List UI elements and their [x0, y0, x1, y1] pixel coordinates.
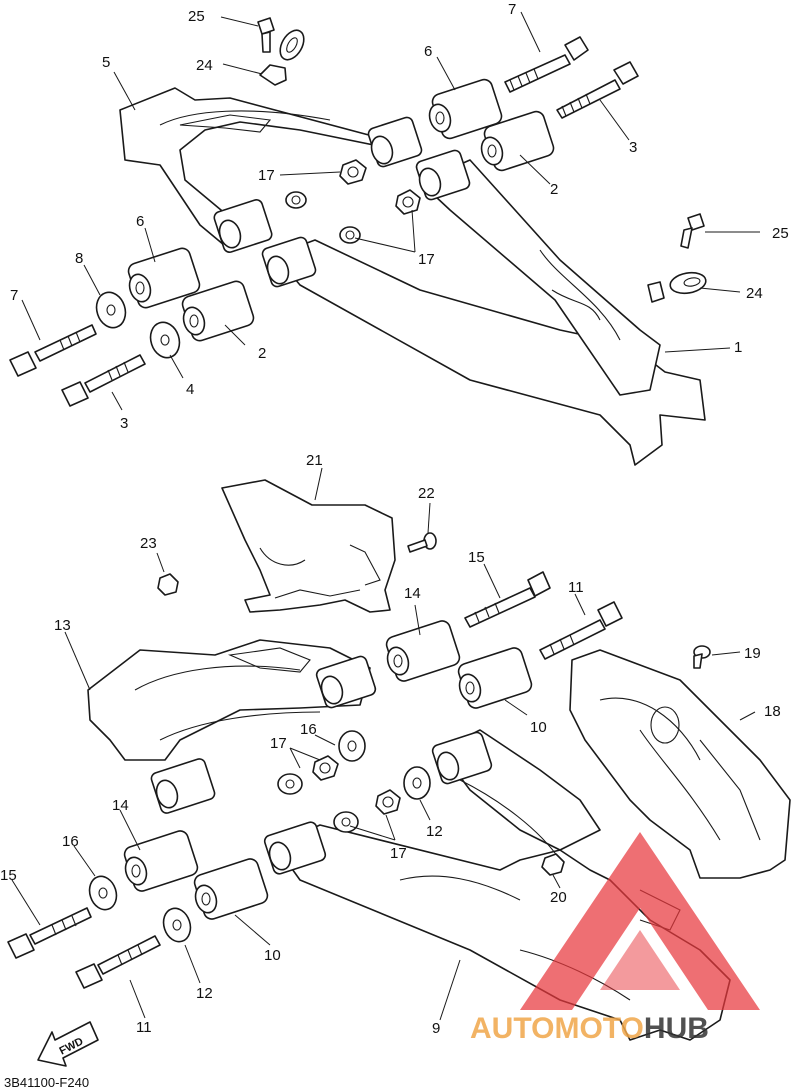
bushing-10-upper [457, 647, 533, 709]
watermark-text: AUTOMOTOHUB [470, 1012, 709, 1045]
callout-10: 10 [264, 947, 281, 964]
bolt-3-left [61, 354, 146, 407]
callout-6: 6 [424, 43, 432, 60]
nut-20 [541, 853, 565, 876]
callout-17: 17 [258, 167, 275, 184]
nut-17-upper-a [339, 159, 367, 185]
callout-24: 24 [746, 285, 763, 302]
callout-11: 11 [568, 579, 584, 596]
callout-7: 7 [508, 1, 516, 18]
callout-25: 25 [772, 225, 789, 242]
bolt-7-upper [504, 36, 589, 93]
callout-15: 15 [0, 867, 17, 884]
callout-3: 3 [120, 415, 128, 432]
callout-17: 17 [270, 735, 287, 752]
bushing-6-upper [428, 78, 503, 140]
nut-17-lower-c [375, 789, 401, 815]
upper-arm-rear [119, 87, 399, 251]
bolt-11-upper [539, 601, 623, 660]
callout-17: 17 [418, 251, 435, 268]
callout-23: 23 [140, 535, 157, 552]
upper-arm-assembly [9, 17, 707, 466]
bushing-2-left [181, 280, 255, 342]
nut-17-upper-d [339, 226, 361, 244]
callout-25: 25 [188, 8, 205, 25]
callout-12: 12 [196, 985, 213, 1002]
callout-12: 12 [426, 823, 443, 840]
callout-5: 5 [102, 54, 110, 71]
nut-17-upper-b [395, 189, 421, 215]
callout-8: 8 [75, 250, 83, 267]
guard-18 [569, 649, 791, 879]
bushing-10-lower [193, 858, 269, 920]
callout-10: 10 [530, 719, 547, 736]
callout-numbers: 1 2 2 3 3 4 5 6 6 7 7 8 9 10 10 11 11 12… [0, 1, 789, 1037]
upper-arm-front [274, 239, 706, 466]
bolt-11-lower [75, 935, 161, 989]
bushing-6-left [127, 247, 201, 309]
nut-17-lower-a [277, 773, 303, 795]
watermark: AUTOMOTOHUB [470, 832, 760, 1045]
callout-18: 18 [764, 703, 781, 720]
nut-17-lower-d [333, 811, 359, 833]
watermark-logo [520, 832, 760, 1010]
bracket-24-right [647, 271, 707, 303]
fwd-arrow: FWD [37, 1021, 99, 1067]
washer-8 [95, 291, 127, 329]
washer-16-lower [88, 875, 118, 911]
callout-13: 13 [54, 617, 71, 634]
callout-14: 14 [112, 797, 129, 814]
callout-11: 11 [136, 1019, 152, 1036]
callout-16: 16 [300, 721, 317, 738]
callout-17: 17 [390, 845, 407, 862]
callout-20: 20 [550, 889, 567, 906]
bolt-7-left [9, 324, 97, 377]
callout-2: 2 [550, 181, 558, 198]
leader-lines [11, 11, 760, 1021]
callout-3: 3 [629, 139, 637, 156]
bolt-15-upper [464, 571, 551, 628]
bushing-14-upper [385, 620, 461, 682]
screw-19 [693, 645, 711, 669]
callout-4: 4 [186, 381, 194, 398]
callout-16: 16 [62, 833, 79, 850]
guard-21 [221, 479, 396, 613]
washer-4 [149, 321, 181, 359]
bushing-14-lower [123, 830, 199, 892]
callout-24: 24 [196, 57, 213, 74]
screw-22 [407, 532, 437, 553]
callout-1: 1 [734, 339, 742, 356]
washer-16-upper [338, 730, 366, 762]
bolt-3-upper [556, 61, 639, 119]
bracket-24-top [259, 29, 305, 86]
callout-21: 21 [306, 452, 323, 469]
bushing-2-upper [480, 110, 555, 172]
callout-9: 9 [432, 1020, 440, 1037]
diagram-code: 3B41100-F240 [4, 1075, 90, 1090]
callout-22: 22 [418, 485, 435, 502]
callout-19: 19 [744, 645, 761, 662]
callout-2: 2 [258, 345, 266, 362]
nut-17-lower-b [312, 755, 339, 781]
nut-23 [157, 573, 179, 596]
callout-7: 7 [10, 287, 18, 304]
callout-15: 15 [468, 549, 485, 566]
bolt-25-top [257, 17, 275, 53]
bolt-25-right [680, 213, 705, 249]
washer-12-upper [403, 766, 431, 800]
callout-14: 14 [404, 585, 421, 602]
washer-12-lower [162, 907, 192, 943]
nut-17-upper-c [285, 191, 307, 209]
lower-arm-assembly [7, 479, 791, 1041]
callout-6: 6 [136, 213, 144, 230]
bolt-15-lower [7, 907, 92, 959]
